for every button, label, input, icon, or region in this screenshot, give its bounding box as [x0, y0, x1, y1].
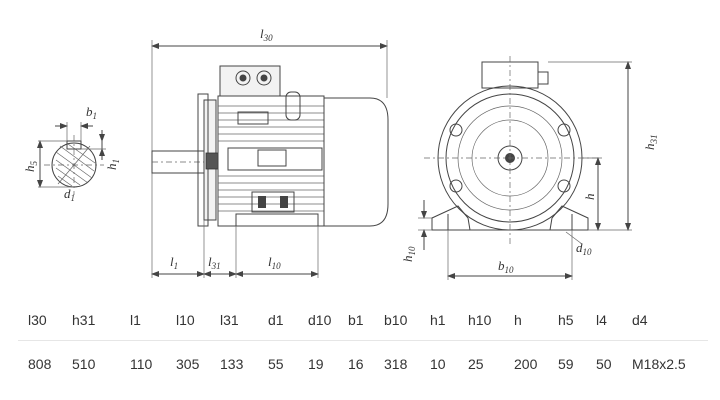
dimension-spec-table: l30 h31 l1 l10 l31 d1 d10 b1 b10 h1 h10 h h5 l4 d4 808… — [18, 306, 708, 386]
dim-label-h1: h1 — [104, 159, 121, 170]
motor-dimension-drawing: l30 h31 l1 l31 l10 b1 h5 h1 d1 h h10 d10… — [22, 26, 659, 280]
header-d1: d1 — [268, 312, 284, 328]
value-d1: 55 — [268, 356, 284, 372]
dim-label-l10: l10 — [268, 254, 281, 271]
value-h31: 510 — [72, 356, 96, 372]
value-d10: 19 — [308, 356, 324, 372]
header-h5: h5 — [558, 312, 574, 328]
header-d10: d10 — [308, 312, 332, 328]
header-h31: h31 — [72, 312, 96, 328]
header-l10: l10 — [176, 312, 195, 328]
dim-label-h: h — [582, 194, 597, 201]
header-l4: l4 — [596, 312, 607, 328]
header-h1: h1 — [430, 312, 446, 328]
value-h10: 25 — [468, 356, 484, 372]
value-d4: M18x2.5 — [632, 356, 686, 372]
dim-label-l30: l30 — [260, 26, 273, 43]
value-l10: 305 — [176, 356, 200, 372]
header-b10: b10 — [384, 312, 408, 328]
header-d4: d4 — [632, 312, 648, 328]
header-l1: l1 — [130, 312, 141, 328]
value-l30: 808 — [28, 356, 52, 372]
header-l31: l31 — [220, 312, 239, 328]
dim-label-h31: h31 — [642, 135, 659, 151]
dim-label-h10: h10 — [400, 246, 417, 262]
spec-value-row: 808 510 110 305 133 55 19 16 318 10 25 200 59 50 M18x2… — [18, 350, 708, 380]
table-divider — [18, 340, 708, 341]
spec-header-row: l30 h31 l1 l10 l31 d1 d10 b1 b10 h1 h10 h h5 l4 d4 — [18, 306, 708, 336]
dim-label-h5: h5 — [22, 161, 39, 173]
header-h: h — [514, 312, 522, 328]
value-b10: 318 — [384, 356, 408, 372]
dim-label-l1: l1 — [170, 254, 178, 271]
motor-side-view — [151, 40, 389, 278]
value-h1: 10 — [430, 356, 446, 372]
header-b1: b1 — [348, 312, 364, 328]
header-l30: l30 — [28, 312, 47, 328]
shaft-section-view — [37, 122, 106, 195]
header-h10: h10 — [468, 312, 492, 328]
dim-label-b10: b10 — [498, 258, 514, 275]
dim-label-d10: d10 — [576, 240, 592, 257]
value-h: 200 — [514, 356, 538, 372]
value-l31: 133 — [220, 356, 244, 372]
dim-label-d1: d1 — [64, 186, 75, 203]
dim-label-b1: b1 — [86, 104, 97, 121]
value-l4: 50 — [596, 356, 612, 372]
value-h5: 59 — [558, 356, 574, 372]
value-b1: 16 — [348, 356, 364, 372]
dim-label-l31: l31 — [208, 254, 221, 271]
motor-end-view — [418, 56, 632, 280]
value-l1: 110 — [130, 356, 153, 372]
